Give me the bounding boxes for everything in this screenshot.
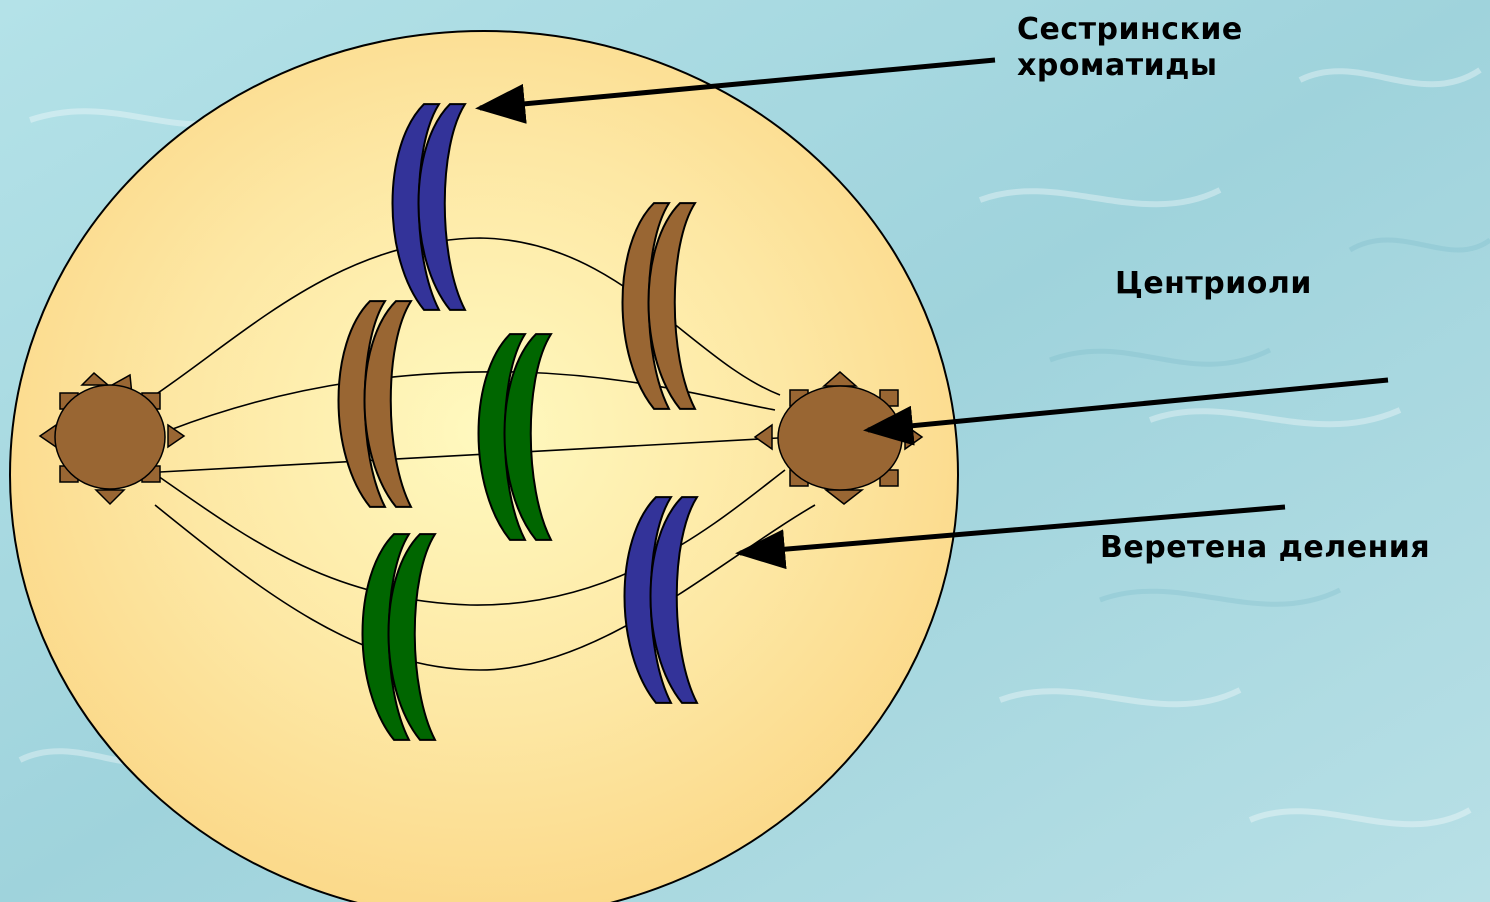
label-centrioles: Центриоли	[1115, 266, 1312, 302]
label-spindle: Веретена деления	[1100, 530, 1430, 566]
label-sister-chromatids-line1: Сестринские	[1017, 12, 1243, 48]
label-sister-chromatids-line2: хроматиды	[1017, 48, 1243, 84]
label-sister-chromatids: Сестринские хроматиды	[1017, 12, 1243, 84]
